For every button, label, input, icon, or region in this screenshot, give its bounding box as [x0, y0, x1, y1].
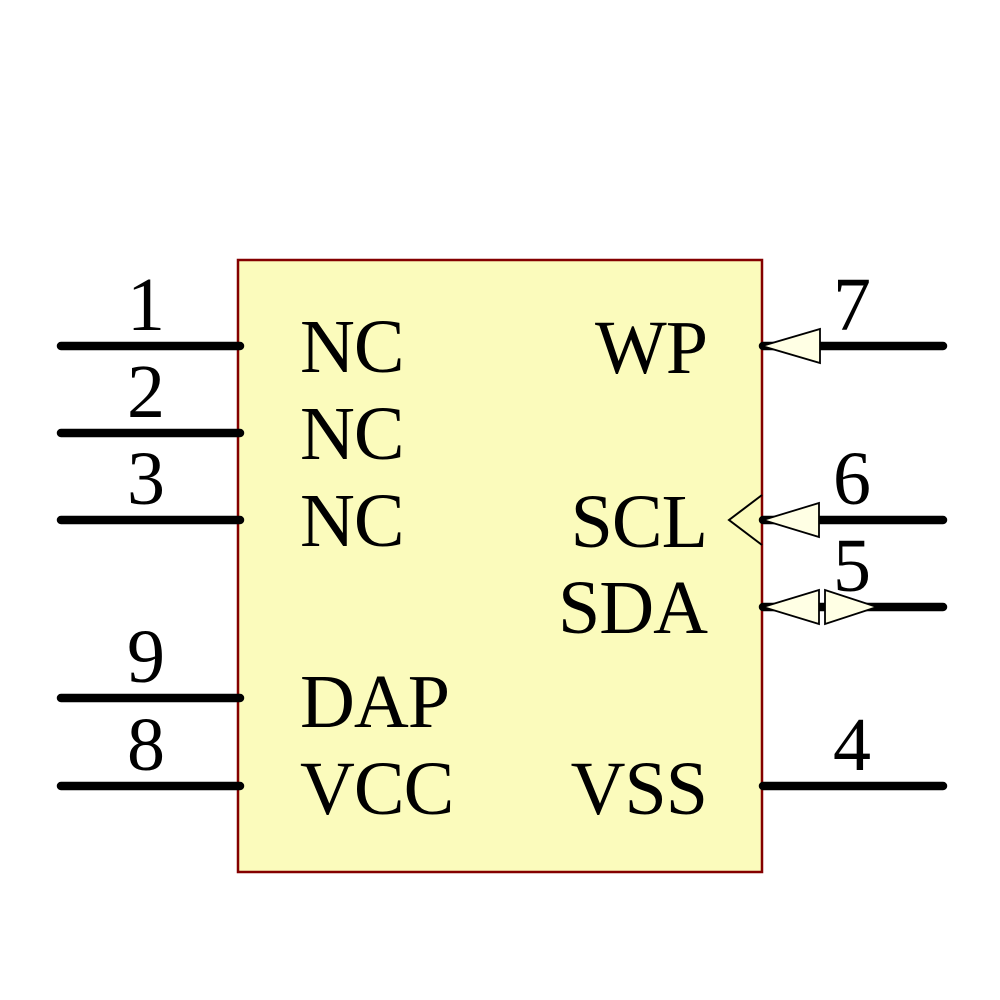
pin-name-scl: SCL [570, 480, 708, 564]
pin-9-number: 9 [127, 615, 165, 699]
pin-5-bidirectional-arrow-right-icon [824, 588, 880, 626]
pin-5-bidirectional-arrow-left-icon [759, 588, 820, 626]
pin-name-sda: SDA [557, 566, 708, 650]
pin-1-number: 1 [127, 263, 165, 347]
pin-8-number: 8 [127, 703, 165, 787]
symbol-body [236, 258, 764, 874]
pin-name-nc-1: NC [300, 305, 405, 389]
pin-name-vss: VSS [570, 747, 708, 831]
pin-6-clock-chevron-icon [727, 494, 763, 546]
pin-arrowheads [758, 327, 880, 626]
pin-5-number: 5 [833, 524, 871, 608]
pin-6-input-arrow-icon [759, 501, 820, 539]
pin-2-number: 2 [127, 350, 165, 434]
pin-7-number: 7 [833, 263, 871, 347]
pin-6-number: 6 [833, 437, 871, 521]
pin-name-vcc: VCC [300, 747, 454, 831]
pin-wires [56, 341, 948, 791]
pin-name-nc-2: NC [300, 392, 405, 476]
pin-3-number: 3 [127, 437, 165, 521]
pin-name-nc-3: NC [300, 479, 405, 563]
pin-7-input-arrow-icon [758, 327, 821, 365]
pin-name-dap: DAP [300, 660, 450, 744]
pin-4-number: 4 [833, 703, 871, 787]
pin-name-wp: WP [595, 306, 708, 390]
